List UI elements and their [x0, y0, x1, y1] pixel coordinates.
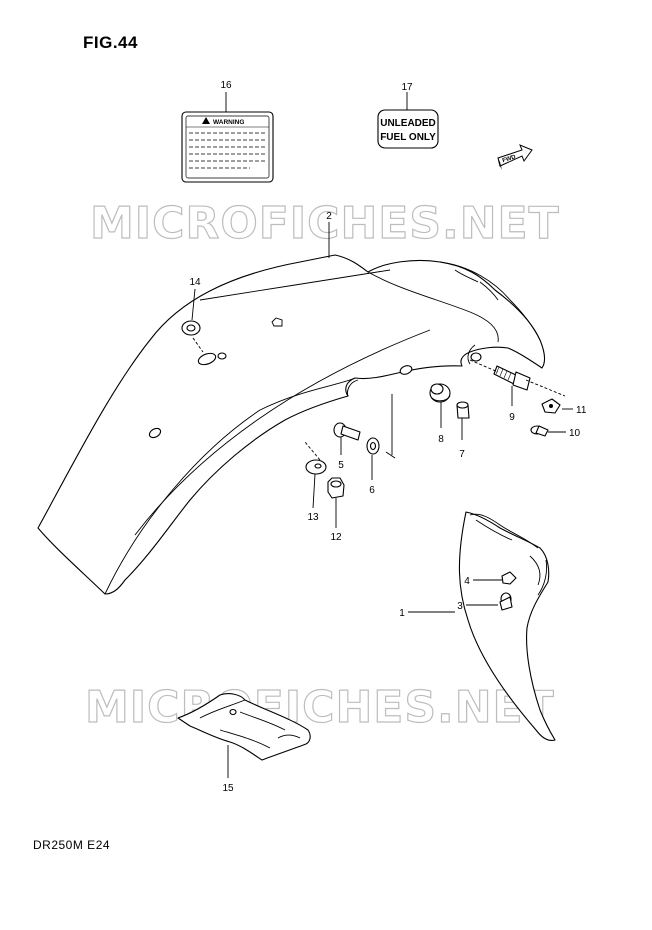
model-code: DR250M E24 [33, 838, 111, 852]
callout-16: 16 [220, 80, 232, 91]
mudflap-part-15 [177, 693, 311, 761]
callout-3: 3 [457, 601, 463, 612]
fwd-arrow-icon: FWD [497, 144, 533, 170]
figure-title: FIG.44 [83, 33, 138, 52]
callout-4: 4 [464, 576, 470, 587]
callout-12: 12 [330, 532, 342, 543]
clip-part-4 [501, 571, 517, 585]
washer-part-6 [366, 437, 380, 455]
bolt-part-9 [493, 365, 531, 391]
grommet-part-14 [181, 320, 201, 336]
callout-7: 7 [459, 449, 465, 460]
warning-label-header: WARNING [213, 119, 244, 126]
screw-part-5 [333, 422, 361, 441]
callout-1: 1 [399, 608, 405, 619]
warning-triangle-icon [202, 117, 210, 124]
side-cover-part-1 [458, 511, 556, 742]
callout-8: 8 [438, 434, 444, 445]
leader-lines [191, 92, 573, 778]
nut-part-11 [541, 398, 561, 414]
fuel-label-line2: FUEL ONLY [380, 132, 436, 143]
callout-15: 15 [222, 783, 234, 794]
watermark-bottom: MICROFICHES.NET [85, 682, 555, 733]
callout-17: 17 [401, 82, 413, 93]
washer-part-13 [305, 459, 327, 475]
warning-label-part-16: WARNING [181, 111, 274, 183]
callout-11: 11 [576, 405, 587, 416]
callout-13: 13 [307, 512, 319, 523]
flange-bolt-part-10 [530, 425, 549, 437]
screw-part-3 [499, 592, 513, 611]
fuel-label-part-17: UNLEADED FUEL ONLY [377, 109, 439, 149]
callout-9: 9 [509, 412, 515, 423]
collar-part-7 [456, 401, 470, 419]
callout-5: 5 [338, 460, 344, 471]
watermark-top: MICROFICHES.NET [90, 198, 560, 249]
fwd-arrow-text: FWD [502, 154, 517, 164]
callout-2: 2 [326, 211, 332, 222]
callout-6: 6 [369, 485, 375, 496]
rear-fender-part-2 [37, 254, 545, 595]
fuel-label-line1: UNLEADED [380, 118, 436, 129]
callout-10: 10 [569, 428, 581, 439]
callout-14: 14 [189, 277, 201, 288]
cushion-part-8 [429, 383, 451, 403]
callouts: 16 17 2 14 8 7 9 11 10 5 6 13 12 1 4 3 1… [189, 80, 586, 794]
screw-part-12 [327, 477, 345, 499]
